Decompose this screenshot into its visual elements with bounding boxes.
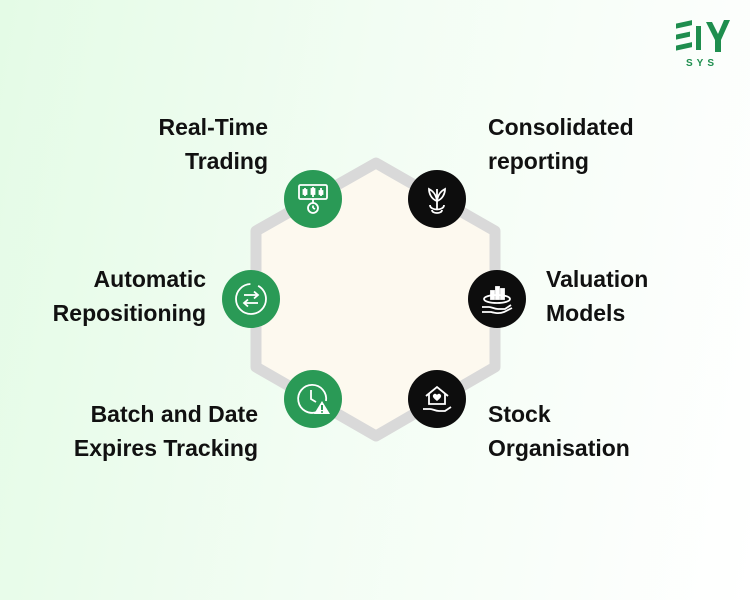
node-automatic-repositioning [222, 270, 280, 328]
label-line: Trading [184, 148, 268, 174]
label-stock-organisation: Stock Organisation [488, 397, 630, 465]
label-line: Organisation [488, 435, 630, 461]
eiy-logo-icon [676, 20, 730, 52]
label-line: Automatic [93, 266, 206, 292]
node-batch-date-tracking [284, 370, 342, 428]
node-stock-organisation [408, 370, 466, 428]
heart-house-hand-icon [423, 385, 452, 412]
label-line: Consolidated [488, 114, 634, 140]
hexagon-shape [250, 157, 501, 442]
node-valuation-models [468, 270, 526, 328]
label-real-time-trading: Real-Time Trading [158, 110, 268, 178]
label-line: Stock [488, 401, 551, 427]
label-batch-date-tracking: Batch and Date Expires Tracking [74, 397, 258, 465]
label-automatic-repositioning: Automatic Repositioning [53, 262, 206, 330]
plant-sprout-icon [428, 187, 446, 214]
exchange-arrows-icon [235, 283, 267, 315]
hand-chart-icon [482, 286, 513, 315]
label-valuation-models: Valuation Models [546, 262, 648, 330]
label-line: Models [546, 300, 626, 326]
label-consolidated-reporting: Consolidated reporting [488, 110, 634, 178]
label-line: Expires Tracking [73, 435, 258, 461]
label-line: reporting [488, 148, 589, 174]
node-consolidated-reporting [408, 170, 466, 228]
label-line: Real-Time [158, 114, 268, 140]
label-line: Valuation [546, 266, 649, 292]
label-line: Repositioning [52, 300, 206, 326]
node-real-time-trading [284, 170, 342, 228]
clock-warning-icon [297, 383, 330, 414]
candlestick-chart-icon [298, 184, 328, 214]
logo-subtext: SYS [686, 58, 719, 69]
label-line: Batch and Date [90, 401, 258, 427]
